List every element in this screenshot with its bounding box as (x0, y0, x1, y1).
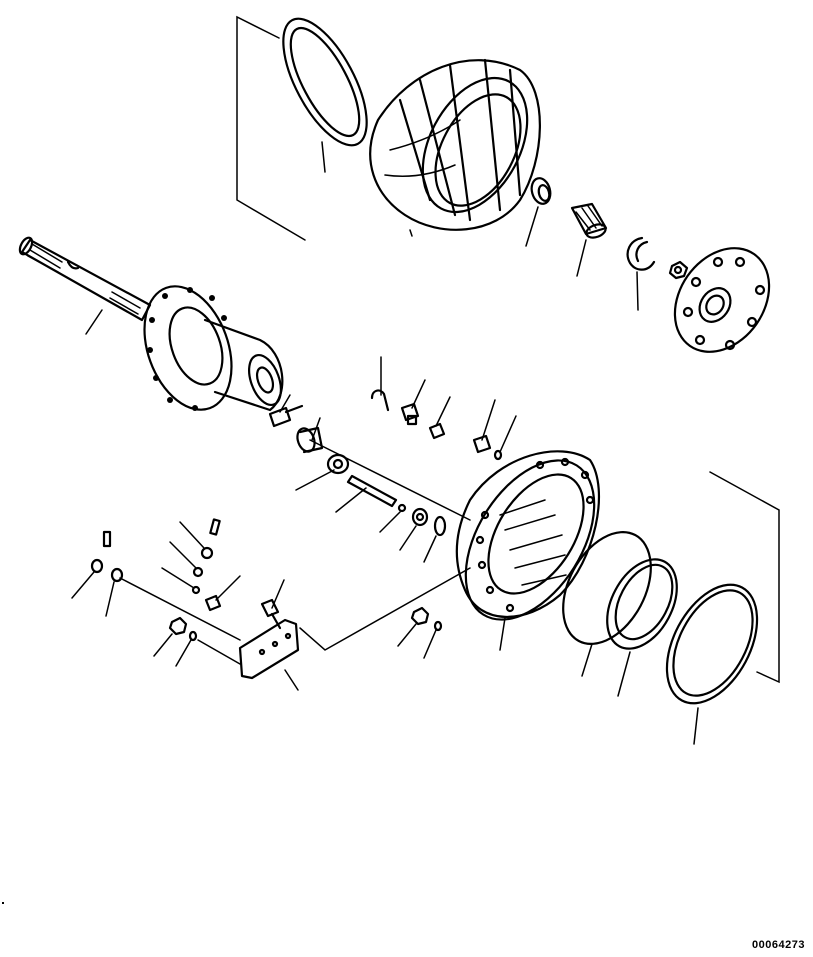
leader-line (280, 395, 290, 412)
leader-line (500, 618, 505, 650)
leader-line (72, 572, 94, 598)
hex-nut-lower (170, 618, 186, 634)
breather-fitting (402, 404, 418, 424)
bolt-lower-middle (412, 608, 428, 624)
small-nut (194, 568, 202, 576)
leader-line (162, 568, 194, 588)
leader-line (285, 670, 298, 690)
snap-ring (628, 238, 654, 270)
wheel-hub (129, 274, 288, 422)
ring-gear-carrier (439, 438, 620, 642)
seal-ring-c (648, 570, 775, 719)
leader-line (424, 536, 436, 562)
leader-line (436, 397, 450, 426)
pin (348, 476, 396, 506)
leader-line (577, 240, 586, 276)
drawing-number: 00064273 (752, 939, 805, 951)
pipe-fitting (202, 519, 220, 558)
seal-ring (267, 7, 384, 158)
group-bracket-right (710, 472, 779, 682)
hub-bolt (270, 406, 302, 426)
leader-line (180, 522, 204, 548)
washer (413, 509, 427, 525)
drum-housing (370, 60, 548, 230)
bushing (328, 455, 348, 473)
leader-line (296, 470, 334, 490)
o-ring-lower (190, 632, 196, 640)
assembly-connector-line (120, 578, 240, 640)
drain-plug (474, 436, 490, 452)
leader-line (424, 630, 436, 658)
leader-line (637, 272, 638, 310)
assembly-connector-line (198, 640, 240, 664)
leader-line (170, 542, 196, 568)
o-ring-small (495, 451, 501, 459)
leader-line (500, 416, 516, 452)
seal-ring-b (593, 548, 691, 661)
leader-line (482, 400, 495, 440)
elbow-fitting-lower (92, 532, 110, 572)
leader-line (176, 640, 191, 666)
leader-line (322, 142, 325, 172)
seal-ring-a (545, 517, 668, 659)
leader-line (380, 512, 400, 532)
washer-lower-middle (435, 622, 441, 630)
leader-line (216, 576, 240, 600)
bolt-b (206, 596, 220, 610)
sleeve (294, 426, 322, 454)
leader-line (412, 380, 425, 408)
leader-line (618, 652, 630, 696)
leader-line (410, 230, 412, 236)
nut (670, 262, 687, 278)
adapter-fitting (112, 569, 122, 581)
leader-line (398, 624, 416, 646)
plug (430, 424, 444, 438)
leader-line (312, 418, 320, 440)
assembly-connector-line (300, 568, 470, 650)
assembly-axis-line (310, 440, 470, 520)
mounting-bracket (240, 620, 298, 678)
leader-line (526, 207, 538, 246)
leader-line (694, 708, 698, 744)
fitting-elbow (372, 391, 388, 410)
group-bracket-upper (237, 17, 305, 240)
leader-line (336, 488, 366, 512)
leader-line (272, 580, 284, 608)
leader-line (154, 634, 172, 656)
cover-plate (655, 230, 788, 370)
axle-shaft (17, 236, 150, 320)
bearing-cup (529, 176, 553, 206)
small-washer (193, 587, 199, 593)
o-ring (435, 517, 445, 535)
leader-line (106, 582, 114, 616)
leader-line (86, 310, 102, 334)
leader-line (582, 644, 592, 676)
bolt-bracket (262, 600, 280, 628)
stray-mark (2, 902, 4, 904)
pin-small (399, 505, 405, 511)
leader-line (400, 526, 416, 550)
roller-bearing (572, 204, 607, 240)
